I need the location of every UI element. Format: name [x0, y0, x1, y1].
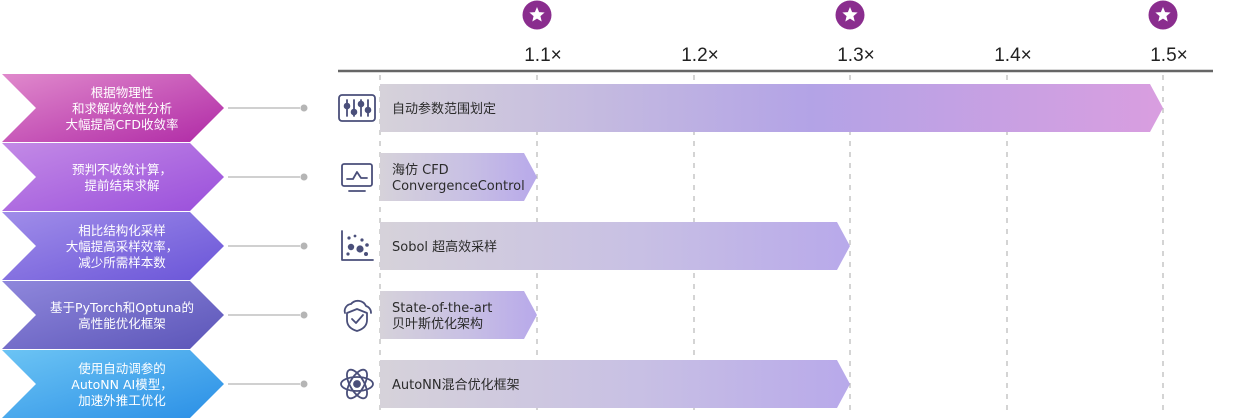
connector-dot — [300, 311, 308, 319]
sliders-icon — [338, 94, 376, 122]
feature-chevron — [2, 350, 224, 418]
bar-label: 贝叶斯优化架构 — [392, 317, 483, 332]
axis-tick-label: 1.1× — [524, 45, 562, 66]
bar-label: 自动参数范围划定 — [392, 101, 496, 117]
feature-chevron — [2, 74, 224, 142]
chevron-text: 和求解收敛性分析 — [72, 101, 172, 116]
scatter-plot-icon — [341, 230, 374, 261]
speedup-bar — [380, 84, 1163, 132]
chevron-text: 根据物理性 — [91, 85, 154, 100]
star-badge-icon — [1148, 0, 1178, 30]
axis-tick-label: 1.4× — [994, 45, 1032, 66]
speedup-bar — [380, 360, 850, 408]
star-badge-icon — [522, 0, 552, 30]
chevron-text: 加速外推工优化 — [78, 393, 166, 408]
chevron-text: AutoNN AI模型， — [71, 377, 172, 392]
connector-dot — [300, 173, 308, 181]
shield-cloud-icon — [343, 299, 372, 332]
monitor-chart-icon — [341, 163, 373, 192]
axis-tick-label: 1.3× — [837, 45, 875, 66]
chevron-text: 预判不收敛计算， — [72, 162, 172, 177]
chevron-text: 大幅提高CFD收敛率 — [65, 117, 178, 132]
chevron-text: 大幅提高采样效率， — [66, 239, 179, 254]
chevron-text: 使用自动调参的 — [78, 361, 166, 376]
speedup-bar — [380, 153, 537, 201]
chevron-text: 相比结构化采样 — [78, 223, 166, 238]
feature-chevron — [2, 143, 224, 211]
feature-chevron — [2, 281, 224, 349]
bar-label: 海仿 CFD — [392, 163, 449, 178]
connector-dot — [300, 380, 308, 388]
chevron-text: 基于PyTorch和Optuna的 — [50, 300, 194, 315]
connector-dot — [300, 104, 308, 112]
bar-label: Sobol 超高效采样 — [392, 239, 497, 255]
star-badge-icon — [835, 0, 865, 30]
chevron-text: 减少所需样本数 — [78, 255, 166, 270]
bar-label: ConvergenceControl — [392, 179, 525, 194]
speedup-bar — [380, 222, 850, 270]
bar-label: State-of-the-art — [392, 301, 492, 316]
feature-chevron — [2, 212, 224, 280]
speedup-bar — [380, 291, 537, 339]
axis-tick-label: 1.2× — [681, 45, 719, 66]
axis-tick-label: 1.5× — [1150, 45, 1188, 66]
bar-label: AutoNN混合优化框架 — [392, 378, 520, 393]
atom-icon — [340, 368, 374, 400]
connector-dot — [300, 242, 308, 250]
chevron-text: 高性能优化框架 — [78, 316, 166, 331]
chevron-text: 提前结束求解 — [84, 178, 159, 193]
